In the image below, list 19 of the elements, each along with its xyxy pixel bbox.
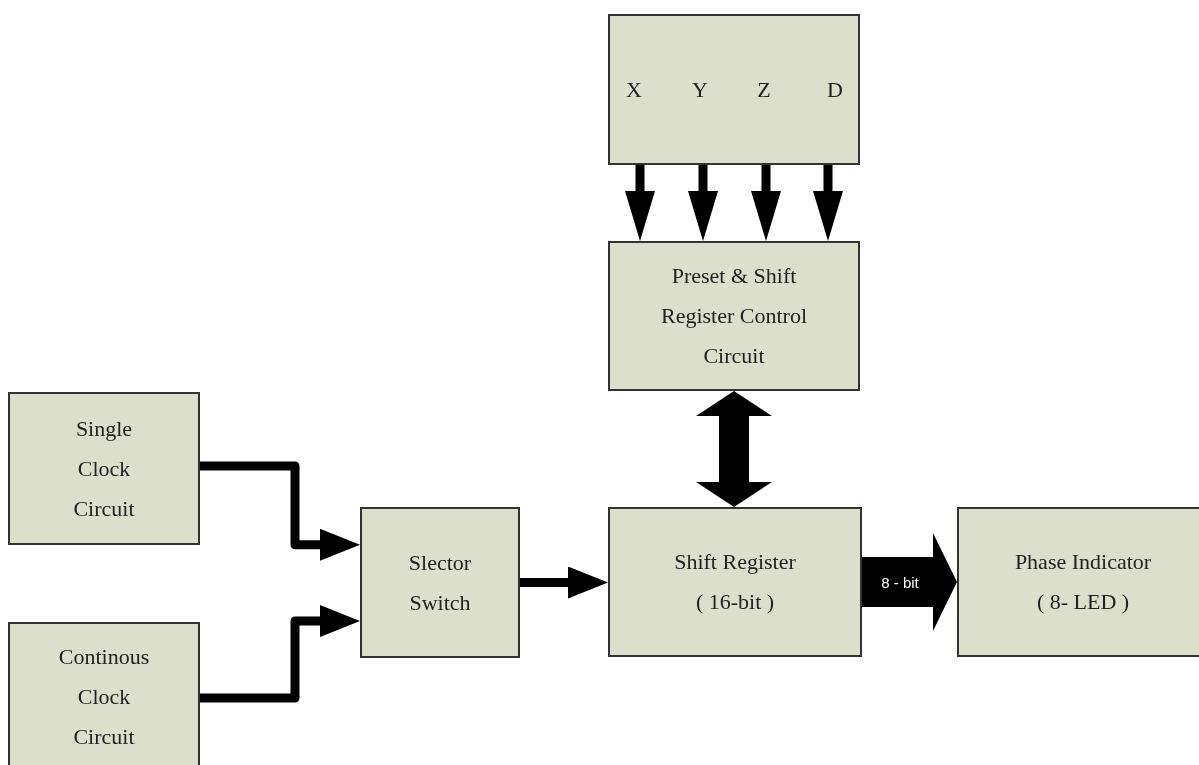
signal-label: D [827,79,843,101]
signal-label: X [626,79,642,101]
block-label: Single Clock Circuit [72,414,136,523]
block-label: Continous Clock Circuit [57,643,151,751]
block-box [608,507,862,657]
block-label: Preset & Shift Register Control Circuit [659,262,808,370]
block-label: Shift Register ( 16-bit ) [673,548,797,616]
block-label: Phase Indicator ( 8- LED ) [1013,548,1153,616]
block-box [957,507,1199,657]
block-label: Slector Switch [407,548,473,617]
block-box [360,507,520,658]
block-box [8,622,200,765]
block-box [608,241,860,391]
bus-arrow [862,533,957,631]
block-box [8,392,200,545]
signal-label: Y [692,79,708,101]
signal-label: Z [757,79,771,101]
bus-arrow [696,391,772,507]
block-box [608,14,860,165]
